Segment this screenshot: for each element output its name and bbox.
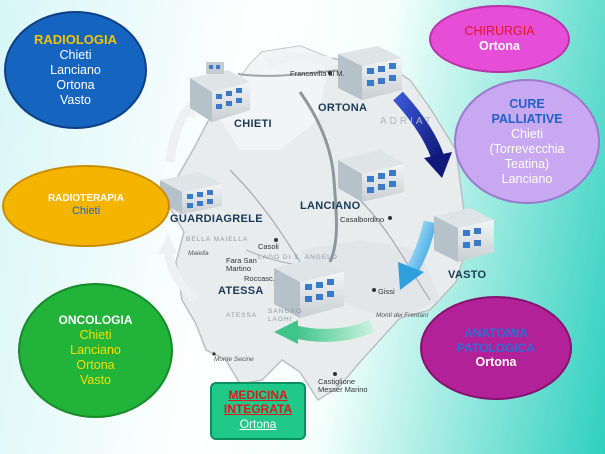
label-laghi: LAGHI (268, 316, 293, 323)
arrow-lanciano-vasto-head (398, 262, 424, 290)
radiologia-city: Ortona (56, 77, 95, 92)
label-monte-secine: Monte Secine (214, 356, 254, 363)
medicina-integrata-box: MEDICINA INTEGRATA Ortona (210, 382, 306, 440)
radiologia-city: Vasto (59, 92, 92, 107)
cure-palliative-city: Chieti (511, 126, 543, 141)
hospital-guardiagrele (160, 172, 222, 214)
radiologia-title: RADIOLOGIA (33, 32, 118, 48)
label-lago: LAGO DI S. ANGELO (258, 254, 338, 261)
hospital-vasto (434, 208, 494, 262)
oncologia-title: ONCOLOGIA (58, 313, 133, 328)
hospital-ortona (338, 46, 402, 100)
radiologia-city: Lanciano (50, 62, 101, 77)
hospital-chieti (190, 62, 250, 122)
radioterapia-title: RADIOTERAPIA (47, 193, 125, 205)
label-maiella: Maiella (188, 250, 209, 257)
label-fara: Fara San (226, 256, 257, 265)
anatomia-title: ANATOMIA PATOLOGICA (457, 326, 535, 355)
label-bella-maiella: BELLA MAIELLA (186, 236, 249, 243)
cure-palliative-city: (Torrevecchia (489, 141, 565, 156)
label-castiglione-2: Messer Marino (318, 385, 368, 394)
bubble-chirurgia: CHIRURGIA Ortona (429, 5, 570, 73)
cure-palliative-city: Lanciano (501, 171, 553, 186)
radiologia-city: Chieti (59, 47, 92, 62)
arrow-ortona-lanciano-head (424, 152, 452, 178)
label-casoli: Casoli (258, 242, 279, 251)
chirurgia-city: Ortona (479, 39, 520, 53)
hospital-lanciano (338, 150, 404, 202)
oncologia-city: Vasto (79, 372, 112, 387)
arrow-vasto-atessa (294, 319, 375, 342)
bubble-cure-palliative: CURE PALLIATIVE Chieti (Torrevecchia Tea… (454, 79, 600, 204)
bubble-radiologia: RADIOLOGIA Chieti Lanciano Ortona Vasto (4, 11, 147, 129)
label-roccasc: Roccasc. (244, 274, 275, 283)
radioterapia-city: Chieti (71, 205, 101, 218)
hospital-label-chieti: CHIETI (234, 118, 272, 130)
label-atessa-area: ATESSA (226, 312, 258, 319)
hospital-label-guardiagrele: GUARDIAGRELE (170, 213, 263, 225)
hospital-label-vasto: VASTO (448, 269, 487, 281)
medicina-integrata-title: MEDICINA (228, 388, 288, 402)
hospital-atessa (274, 258, 344, 318)
cure-palliative-title: CURE PALLIATIVE (491, 96, 563, 126)
chirurgia-title: CHIRURGIA (464, 24, 535, 38)
label-gissi: Gissi (378, 287, 395, 296)
label-sangro: SANGRO (268, 308, 303, 315)
arrow-chieti-ortona (266, 52, 330, 69)
hospital-label-ortona: ORTONA (318, 102, 368, 114)
hospital-label-atessa: ATESSA (218, 285, 264, 297)
cure-palliative-city: Teatina) (504, 156, 550, 171)
bubble-radioterapia: RADIOTERAPIA Chieti (2, 165, 170, 247)
oncologia-city: Chieti (79, 327, 112, 342)
label-fara-2: Martino (226, 264, 252, 273)
medicina-integrata-title: INTEGRATA (223, 402, 293, 417)
label-castiglione: Castiglione (318, 377, 356, 386)
oncologia-city: Lanciano (70, 342, 121, 357)
label-casalbordino: Casalbordino (340, 215, 385, 224)
label-sea: ADRIAT (380, 116, 434, 127)
arrow-guardiagrele-chieti (165, 109, 190, 163)
arrow-vasto-atessa-head (274, 320, 298, 344)
label-monti: Monti dei Frentani (376, 312, 429, 319)
bubble-anatomia-patologica: ANATOMIA PATOLOGICA Ortona (420, 296, 572, 400)
arrow-lanciano-vasto (406, 220, 437, 274)
arrow-ortona-lanciano (393, 91, 445, 161)
bubble-oncologia: ONCOLOGIA Chieti Lanciano Ortona Vasto (18, 283, 173, 418)
anatomia-city: Ortona (475, 354, 517, 369)
label-francavilla: Francavilla al M. (290, 69, 345, 78)
oncologia-city: Ortona (76, 357, 115, 372)
arrow-atessa-guardiagrele (163, 249, 200, 304)
hospital-label-lanciano: LANCIANO (300, 200, 361, 212)
medicina-integrata-city: Ortona (239, 416, 277, 431)
